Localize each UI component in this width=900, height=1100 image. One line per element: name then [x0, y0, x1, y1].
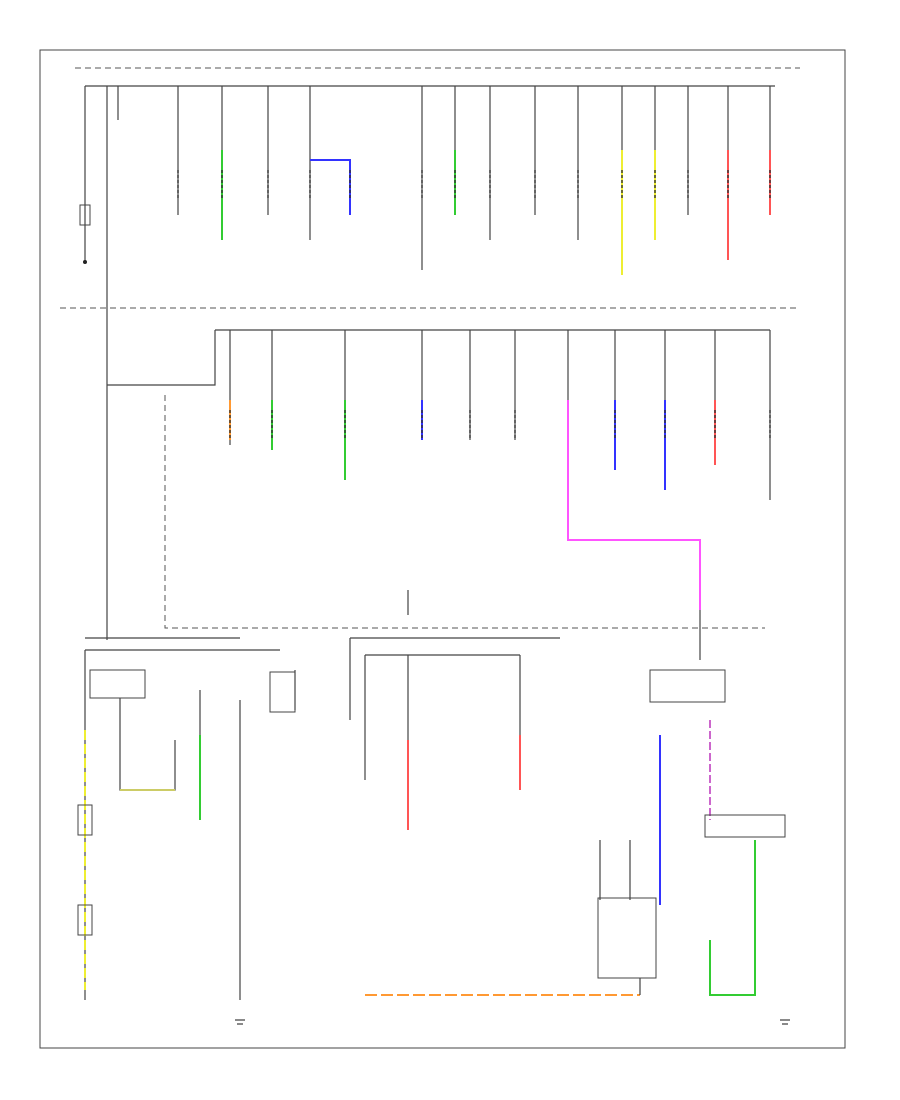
ignition-fuse-2	[77, 904, 93, 936]
lower-bus-left	[85, 637, 280, 651]
ignition-relay-leads	[84, 650, 176, 1000]
right-relay-box	[649, 669, 726, 703]
wire-pink-mid	[567, 400, 701, 610]
second-row-connectors	[229, 410, 771, 440]
sensor-leads	[599, 840, 641, 995]
sensor-cluster-box	[597, 897, 657, 979]
top-row-connectors	[177, 170, 771, 200]
wire-green-right	[709, 840, 756, 996]
battery-fuse	[79, 204, 91, 226]
top-fuse-box-outline	[60, 67, 800, 309]
lower-bus-middle	[349, 637, 560, 720]
ignition-fuse-1	[77, 804, 93, 836]
lower-middle-drops	[364, 655, 521, 780]
ignition-relay-box	[89, 669, 146, 699]
middle-enclosure-outline	[164, 395, 765, 629]
battery-ground-dot	[83, 260, 87, 264]
ground-symbols	[235, 1019, 790, 1025]
lower-fuse-drops	[199, 670, 296, 1000]
diagram-border	[39, 49, 846, 1049]
top-row-fuses	[177, 86, 771, 270]
second-row-fuses	[229, 330, 771, 500]
wire-blue-top	[310, 159, 351, 215]
small-relay-box	[269, 671, 296, 713]
battery-feed-wire	[84, 86, 119, 640]
right-junction-box	[704, 814, 786, 838]
second-bus-bar	[107, 329, 770, 386]
